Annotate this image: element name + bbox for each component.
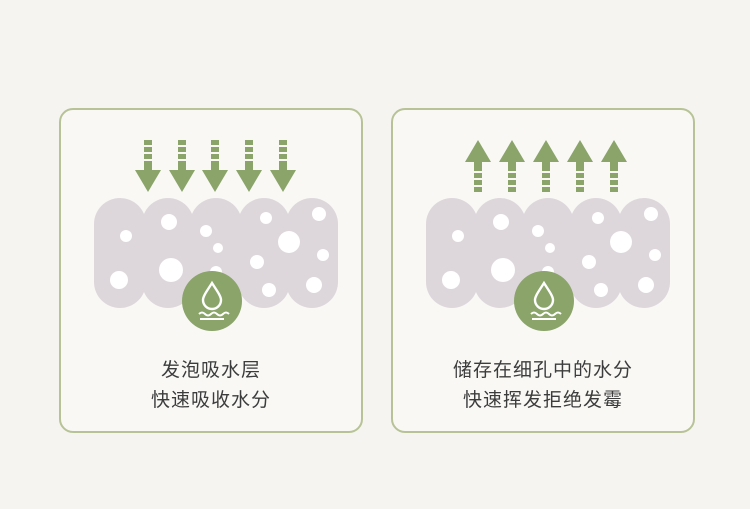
card-subtitle: 快速吸收水分 bbox=[150, 389, 271, 411]
water-drop-icon bbox=[514, 271, 574, 331]
arrow-down-icon bbox=[135, 140, 296, 192]
absorb-illustration bbox=[94, 140, 338, 331]
feature-card-absorb: 发泡吸水层 快速吸收水分 bbox=[59, 108, 363, 433]
card-subtitle: 快速挥发拒绝发霉 bbox=[462, 389, 623, 411]
card-title: 储存在细孔中的水分 bbox=[452, 359, 633, 381]
water-drop-icon bbox=[182, 271, 242, 331]
evaporate-illustration bbox=[426, 140, 670, 331]
foam-layer bbox=[426, 198, 670, 308]
card-title: 发泡吸水层 bbox=[160, 359, 261, 381]
arrow-up-icon bbox=[465, 140, 627, 192]
feature-card-evaporate: 储存在细孔中的水分 快速挥发拒绝发霉 bbox=[391, 108, 695, 433]
